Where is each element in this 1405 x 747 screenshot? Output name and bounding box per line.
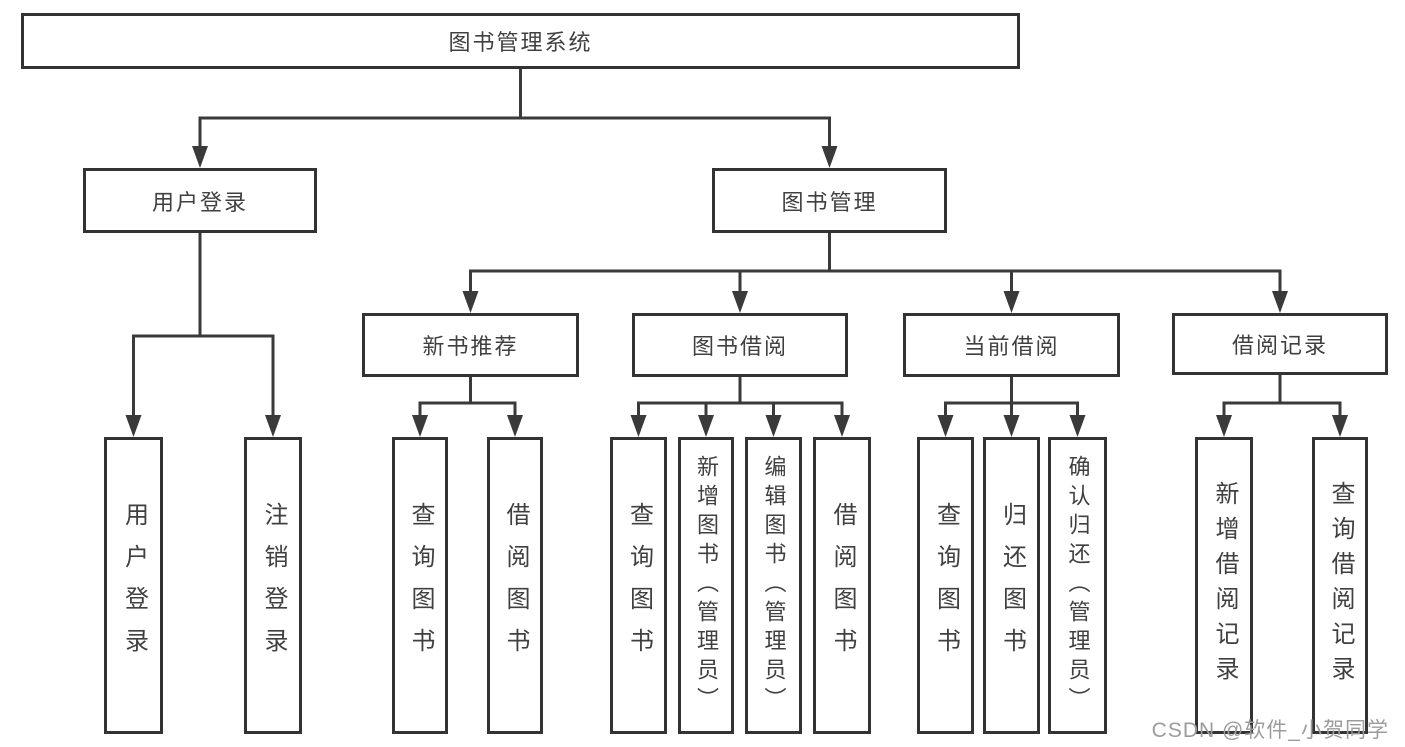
node-book-mgmt: 图书管理: [712, 168, 947, 233]
node-label: 图书管理: [781, 189, 878, 215]
node-user-login: 用户登录: [83, 168, 317, 233]
node-leaf-confirm-return: 确认归还（管理员）: [1048, 437, 1107, 734]
node-leaf-return-book: 归还图书: [983, 437, 1040, 734]
node-label: 当前借阅: [963, 334, 1060, 359]
node-label: 新增借阅记录: [1211, 480, 1238, 691]
node-label: 确认归还（管理员）: [1065, 455, 1091, 716]
node-label: 借阅记录: [1231, 333, 1328, 358]
node-label: 编辑图书（管理员）: [761, 455, 787, 716]
node-label: 查询借阅记录: [1327, 480, 1354, 691]
node-label: 查询图书: [625, 501, 653, 670]
node-label: 新增图书（管理员）: [694, 455, 719, 716]
node-leaf-logout: 注销登录: [244, 437, 302, 734]
node-label: 归还图书: [998, 501, 1026, 670]
node-label: 借阅图书: [502, 501, 529, 670]
node-book-borrow: 图书借阅: [632, 313, 848, 377]
node-leaf-user-login: 用户登录: [104, 437, 163, 734]
node-borrow-records: 借阅记录: [1172, 313, 1388, 375]
node-label: 新书推荐: [422, 334, 519, 359]
node-label: 借阅图书: [829, 501, 856, 670]
node-leaf-borrow-book-1: 借阅图书: [487, 437, 543, 734]
node-label: 用户登录: [151, 189, 248, 215]
node-leaf-query-book-2: 查询图书: [610, 437, 667, 734]
node-leaf-add-book: 新增图书（管理员）: [678, 437, 734, 734]
node-label: 注销登录: [260, 501, 287, 670]
node-label: 图书借阅: [691, 334, 788, 359]
node-leaf-add-record: 新增借阅记录: [1195, 437, 1253, 734]
node-root: 图书管理系统: [21, 13, 1020, 69]
watermark: CSDN @软件_小贺同学: [1151, 719, 1389, 742]
node-leaf-edit-book: 编辑图书（管理员）: [745, 437, 802, 734]
node-leaf-query-book-1: 查询图书: [392, 437, 448, 734]
node-leaf-query-record: 查询借阅记录: [1312, 437, 1368, 734]
node-leaf-query-book-3: 查询图书: [917, 437, 974, 734]
node-new-book-rec: 新书推荐: [362, 313, 579, 377]
node-label: 用户登录: [120, 501, 148, 670]
node-label: 图书管理系统: [448, 30, 593, 55]
node-label: 查询图书: [407, 501, 434, 670]
node-current-borrow: 当前借阅: [903, 313, 1120, 377]
node-label: 查询图书: [932, 501, 960, 670]
node-leaf-borrow-book-2: 借阅图书: [813, 437, 871, 734]
